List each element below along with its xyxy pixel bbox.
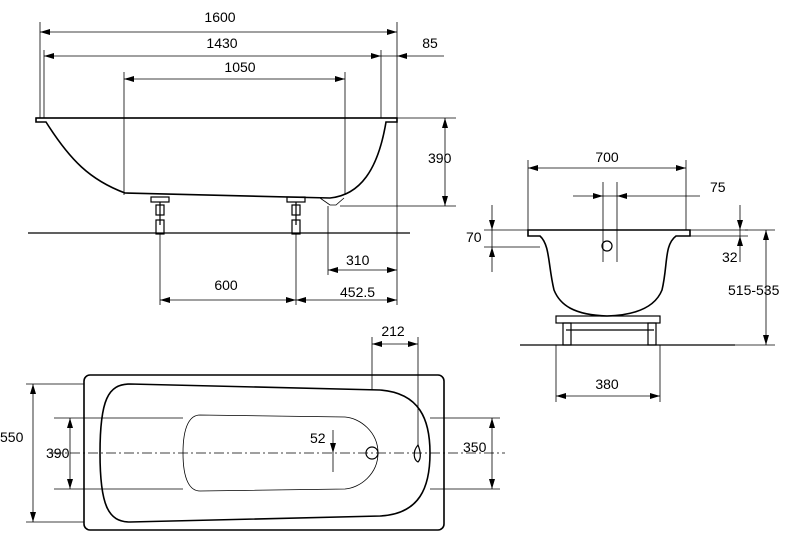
depth-label: 390 (428, 150, 452, 166)
inner-length-label: 1430 (206, 35, 237, 51)
plan-outer-rim (83, 374, 445, 531)
plan-inner-width-label: 390 (46, 445, 70, 461)
plan-bottom-width-label: 350 (463, 439, 487, 455)
end-height-range-label: 515-535 (728, 282, 780, 298)
drain-offset-label: 310 (346, 252, 370, 268)
leg-right (286, 196, 306, 235)
bottom-length-label: 1050 (224, 59, 255, 75)
end-drain-hole (601, 240, 613, 252)
tub-end-profile (527, 229, 691, 317)
end-drain-width-label: 75 (710, 179, 726, 195)
plan-drain-radius-label: 52 (310, 430, 326, 446)
plan-bottom-area (182, 414, 379, 492)
rim-width-label: 85 (422, 35, 438, 51)
plan-overall-width-label: 550 (0, 429, 24, 445)
end-rim-thickness-label: 32 (722, 249, 738, 265)
end-rim-height-label: 70 (466, 229, 482, 245)
overall-length-label: 1600 (204, 9, 235, 25)
tub-side-profile (35, 117, 398, 199)
plan-drain-offset-label: 212 (381, 323, 405, 339)
end-overall-width-label: 700 (595, 149, 619, 165)
leg-offset-label: 452.5 (340, 284, 375, 300)
plan-inner-basin (99, 383, 431, 523)
leg-spacing-label: 600 (214, 277, 238, 293)
side-view: 1600 1430 85 1050 (28, 9, 456, 305)
leg-left (150, 196, 170, 235)
plan-drain-hole (365, 446, 379, 460)
end-view: 700 75 70 32 5 (466, 149, 780, 402)
end-leg-width-label: 380 (595, 376, 619, 392)
plan-view: 52 212 550 390 350 (0, 323, 505, 531)
